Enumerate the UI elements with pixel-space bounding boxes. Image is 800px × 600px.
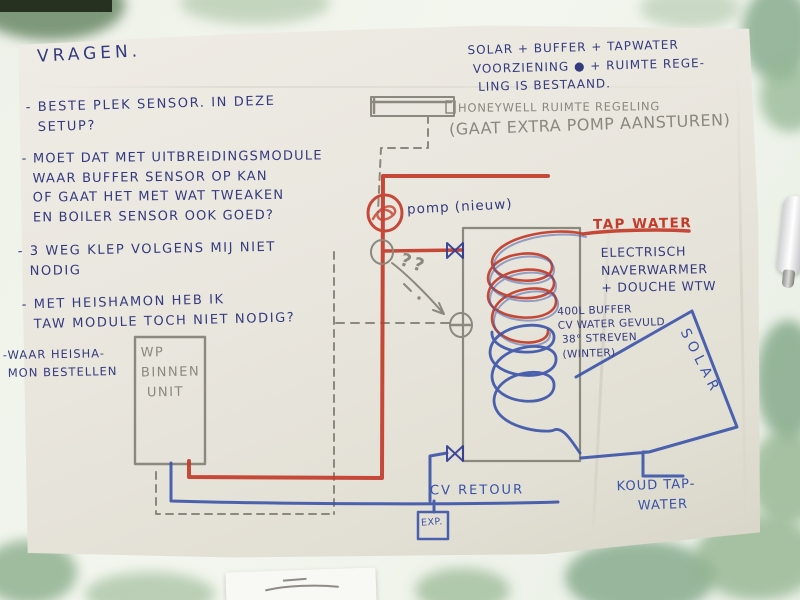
leaf-decoration [760, 62, 800, 132]
scrap-paper [225, 567, 377, 600]
leaf-decoration [415, 568, 510, 600]
scrap-scribbles [265, 577, 340, 592]
leaf-decoration [640, 0, 740, 28]
leaf-decoration [565, 540, 715, 600]
leaf-decoration [756, 320, 800, 440]
leaf-decoration [85, 572, 215, 600]
paper-sheet [14, 19, 767, 569]
pen [775, 194, 800, 276]
leaf-decoration [180, 0, 330, 24]
table-edge-strip [0, 0, 112, 12]
